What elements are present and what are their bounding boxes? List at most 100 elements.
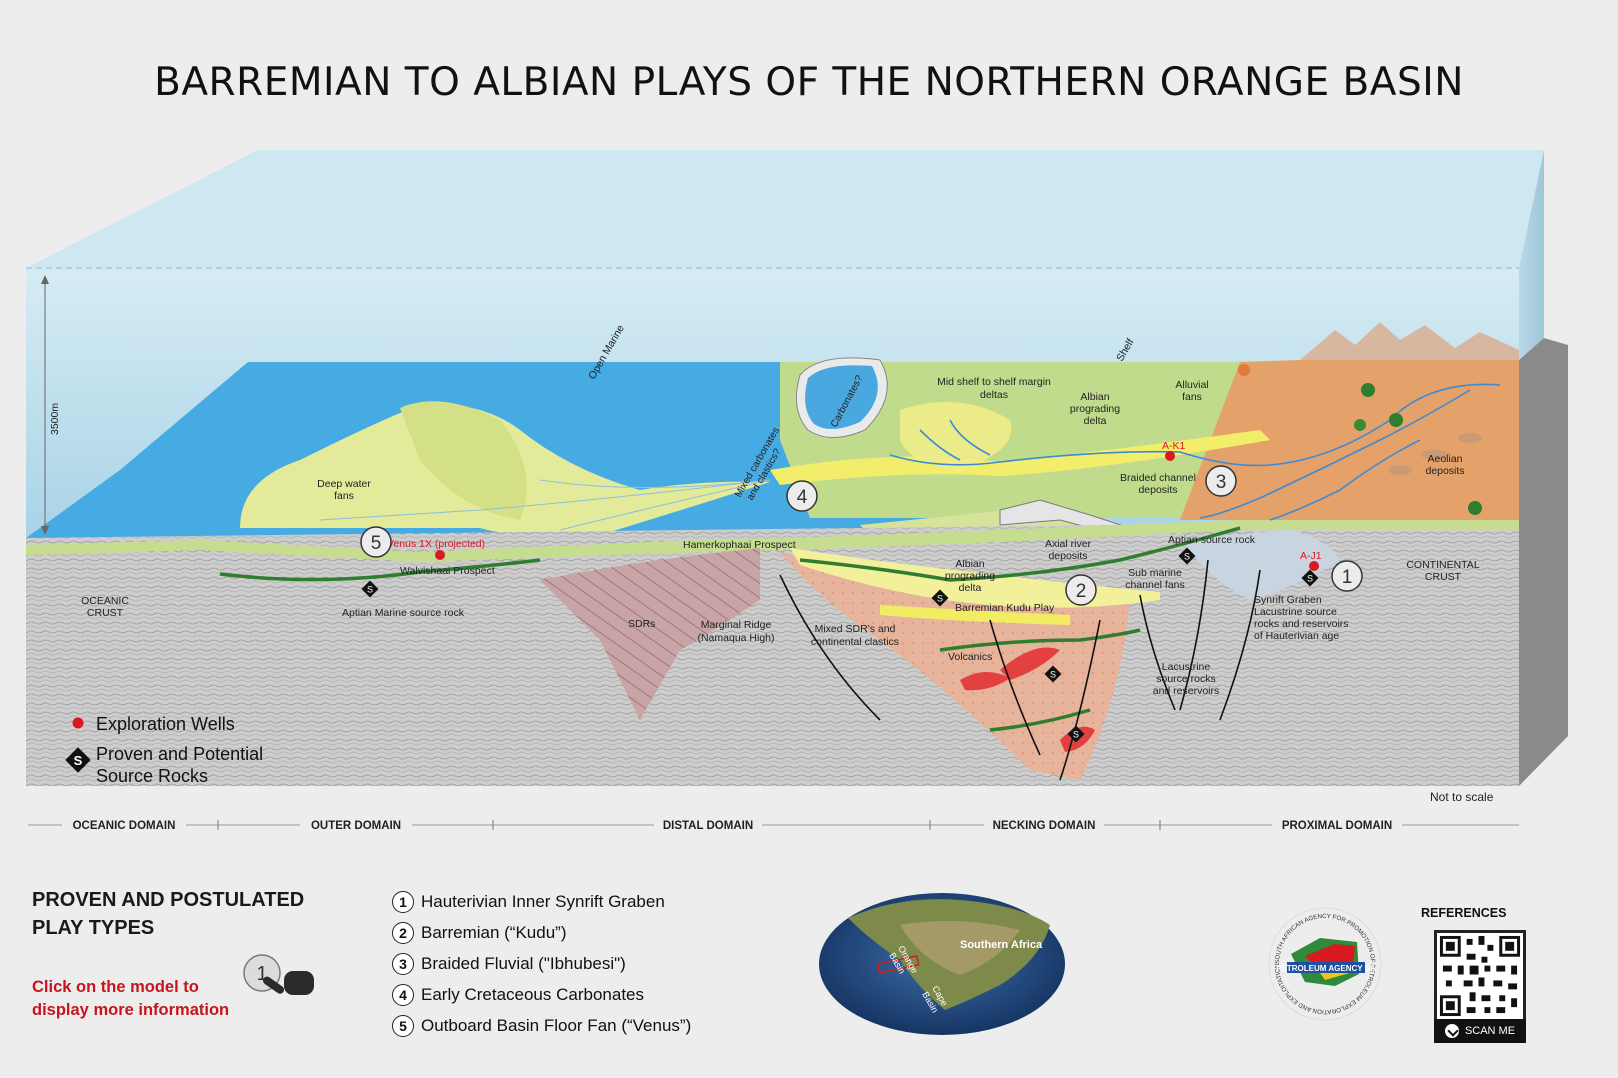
play-marker-3-num: 3 — [1216, 472, 1227, 493]
domain-outer: OUTER DOMAIN — [311, 820, 401, 832]
play-item-5-label: Outboard Basin Floor Fan (“Venus”) — [421, 1015, 692, 1035]
axial-2: deposits — [1048, 550, 1087, 562]
venus-well-label[interactable]: Venus 1X (projected) — [387, 538, 485, 550]
lacustrine-2: source rocks — [1156, 673, 1216, 685]
play-types-list: 1 Hauterivian Inner Synrift Graben 2 Bar… — [392, 886, 691, 1041]
well-venus[interactable] — [435, 550, 445, 560]
play-item-3-label: Braided Fluvial ("Ibhubesi") — [421, 953, 626, 973]
click-instruction: Click on the model to display more infor… — [32, 976, 229, 1022]
axial-1: Axial river — [1045, 538, 1092, 550]
oceanic-crust-1: OCEANIC — [81, 595, 129, 607]
walvishaai-label[interactable]: Walvishaai Prospect — [400, 565, 495, 577]
click-instruction-1: Click on the model to — [32, 978, 199, 996]
marginal-ridge-1: Marginal Ridge — [701, 619, 772, 631]
kudu-label[interactable]: Barremian Kudu Play — [955, 602, 1055, 614]
play-marker-5[interactable]: 5 — [360, 526, 392, 558]
hamerkophaai-label[interactable]: Hamerkophaai Prospect — [683, 539, 796, 551]
sub-marine-1: Sub marine — [1128, 567, 1182, 579]
play-marker-5-num: 5 — [371, 533, 382, 554]
legend-source-2: Source Rocks — [96, 766, 208, 786]
scan-icon — [1444, 1024, 1459, 1038]
volcanics-label: Volcanics — [948, 651, 992, 663]
qr-code[interactable] — [1434, 930, 1526, 1022]
source-marker-5: S — [1073, 730, 1079, 740]
aptian-marine-label: Aptian Marine source rock — [342, 607, 465, 619]
source-marker-4: S — [1050, 670, 1056, 680]
synrift-graben — [1180, 530, 1340, 600]
play-item-4-label: Early Cretaceous Carbonates — [421, 984, 645, 1004]
aeolian-2: deposits — [1425, 465, 1464, 477]
hand-pointer-icon — [262, 971, 314, 995]
legend-wells: Exploration Wells — [96, 714, 235, 734]
play-item-1[interactable]: 1 Hauterivian Inner Synrift Graben — [392, 886, 691, 917]
play-marker-2[interactable]: 2 — [1065, 574, 1097, 606]
domain-bar: OCEANIC DOMAIN OUTER DOMAIN DISTAL DOMAI… — [28, 817, 1519, 833]
legend-source-icon: S — [65, 747, 91, 773]
water-top — [26, 150, 1544, 268]
side-wall — [1519, 338, 1568, 786]
legend-source-1: Proven and Potential — [96, 744, 263, 764]
mixed-sdr-1: Mixed SDR's and — [815, 623, 896, 635]
play-item-3-num: 3 — [392, 952, 414, 975]
ak1-well-label[interactable]: A-K1 — [1162, 440, 1186, 452]
play-item-5[interactable]: 5 Outboard Basin Floor Fan (“Venus”) — [392, 1010, 691, 1041]
domain-oceanic: OCEANIC DOMAIN — [73, 820, 176, 832]
mid-shelf-label-2: deltas — [980, 389, 1008, 401]
play-marker-1[interactable]: 1 — [1331, 560, 1363, 592]
play-item-4-num: 4 — [392, 983, 414, 1006]
continental-crust-2: CRUST — [1425, 571, 1462, 583]
sub-marine-2: channel fans — [1125, 579, 1185, 591]
albian-top-1: Albian — [1080, 391, 1109, 403]
location-map[interactable]: Southern Africa Orange Basin Cape Basin — [819, 893, 1065, 1035]
synrift-1: Synrift Graben — [1254, 594, 1322, 606]
play-item-2-label: Barremian (“Kudu”) — [421, 922, 567, 942]
albian-low-2: prograding — [945, 570, 995, 582]
orange-basin-outline — [876, 955, 920, 974]
play-marker-3[interactable]: 3 — [1205, 465, 1237, 497]
oceanic-crust-2: CRUST — [87, 607, 124, 619]
exploration-wells — [435, 451, 1319, 571]
lacustrine-3: and reservoirs — [1153, 685, 1220, 697]
well-ak1[interactable] — [1165, 451, 1175, 461]
qr-code-pattern — [1437, 933, 1523, 1019]
marginal-ridge-2: (Namaqua High) — [697, 632, 774, 644]
fan-channels — [319, 479, 771, 531]
well-aj1[interactable] — [1309, 561, 1319, 571]
references-label: REFERENCES — [1421, 906, 1507, 920]
play-marker-2-num: 2 — [1076, 581, 1087, 602]
deep-water-2: fans — [334, 490, 354, 502]
not-to-scale-label: Not to scale — [1430, 790, 1494, 804]
continental-crust-1: CONTINENTAL — [1406, 559, 1479, 571]
scan-me-button[interactable]: SCAN ME — [1434, 1019, 1526, 1043]
volcanics — [1000, 647, 1060, 680]
click-demo[interactable]: 1 — [243, 954, 314, 995]
sdr-wedge — [540, 548, 760, 720]
play-item-5-num: 5 — [392, 1014, 414, 1037]
aj1-well-label[interactable]: A-J1 — [1300, 550, 1322, 562]
domain-distal: DISTAL DOMAIN — [663, 820, 753, 832]
agency-logo[interactable]: SOUTH AFRICAN AGENCY FOR PROMOTION OF PE… — [1268, 907, 1382, 1021]
green-strip — [26, 520, 1519, 562]
agency-name: PETROLEUM AGENCY SA — [1276, 964, 1376, 973]
alluvial-2: fans — [1182, 391, 1202, 403]
land — [1180, 360, 1519, 520]
alluvial-1: Alluvial — [1175, 379, 1208, 391]
depth-label: 3500m — [49, 403, 61, 435]
play-marker-4[interactable]: 4 — [786, 480, 818, 512]
play-item-1-label: Hauterivian Inner Synrift Graben — [421, 891, 665, 911]
braided-2: deposits — [1138, 484, 1177, 496]
legend-well-icon — [72, 717, 84, 729]
play-item-4[interactable]: 4 Early Cretaceous Carbonates — [392, 979, 691, 1010]
shelf-platform — [780, 362, 1240, 518]
play-item-2[interactable]: 2 Barremian (“Kudu”) — [392, 917, 691, 948]
play-item-3[interactable]: 3 Braided Fluvial ("Ibhubesi") — [392, 948, 691, 979]
faults — [779, 559, 1261, 781]
trees — [1238, 364, 1482, 515]
source-marker-6: S — [1307, 574, 1313, 584]
river-network — [889, 383, 1501, 521]
domain-proximal: PROXIMAL DOMAIN — [1282, 820, 1392, 832]
aeolian-dunes — [1388, 433, 1482, 475]
source-marker-3: S — [1184, 552, 1190, 562]
click-demo-num: 1 — [256, 963, 267, 985]
